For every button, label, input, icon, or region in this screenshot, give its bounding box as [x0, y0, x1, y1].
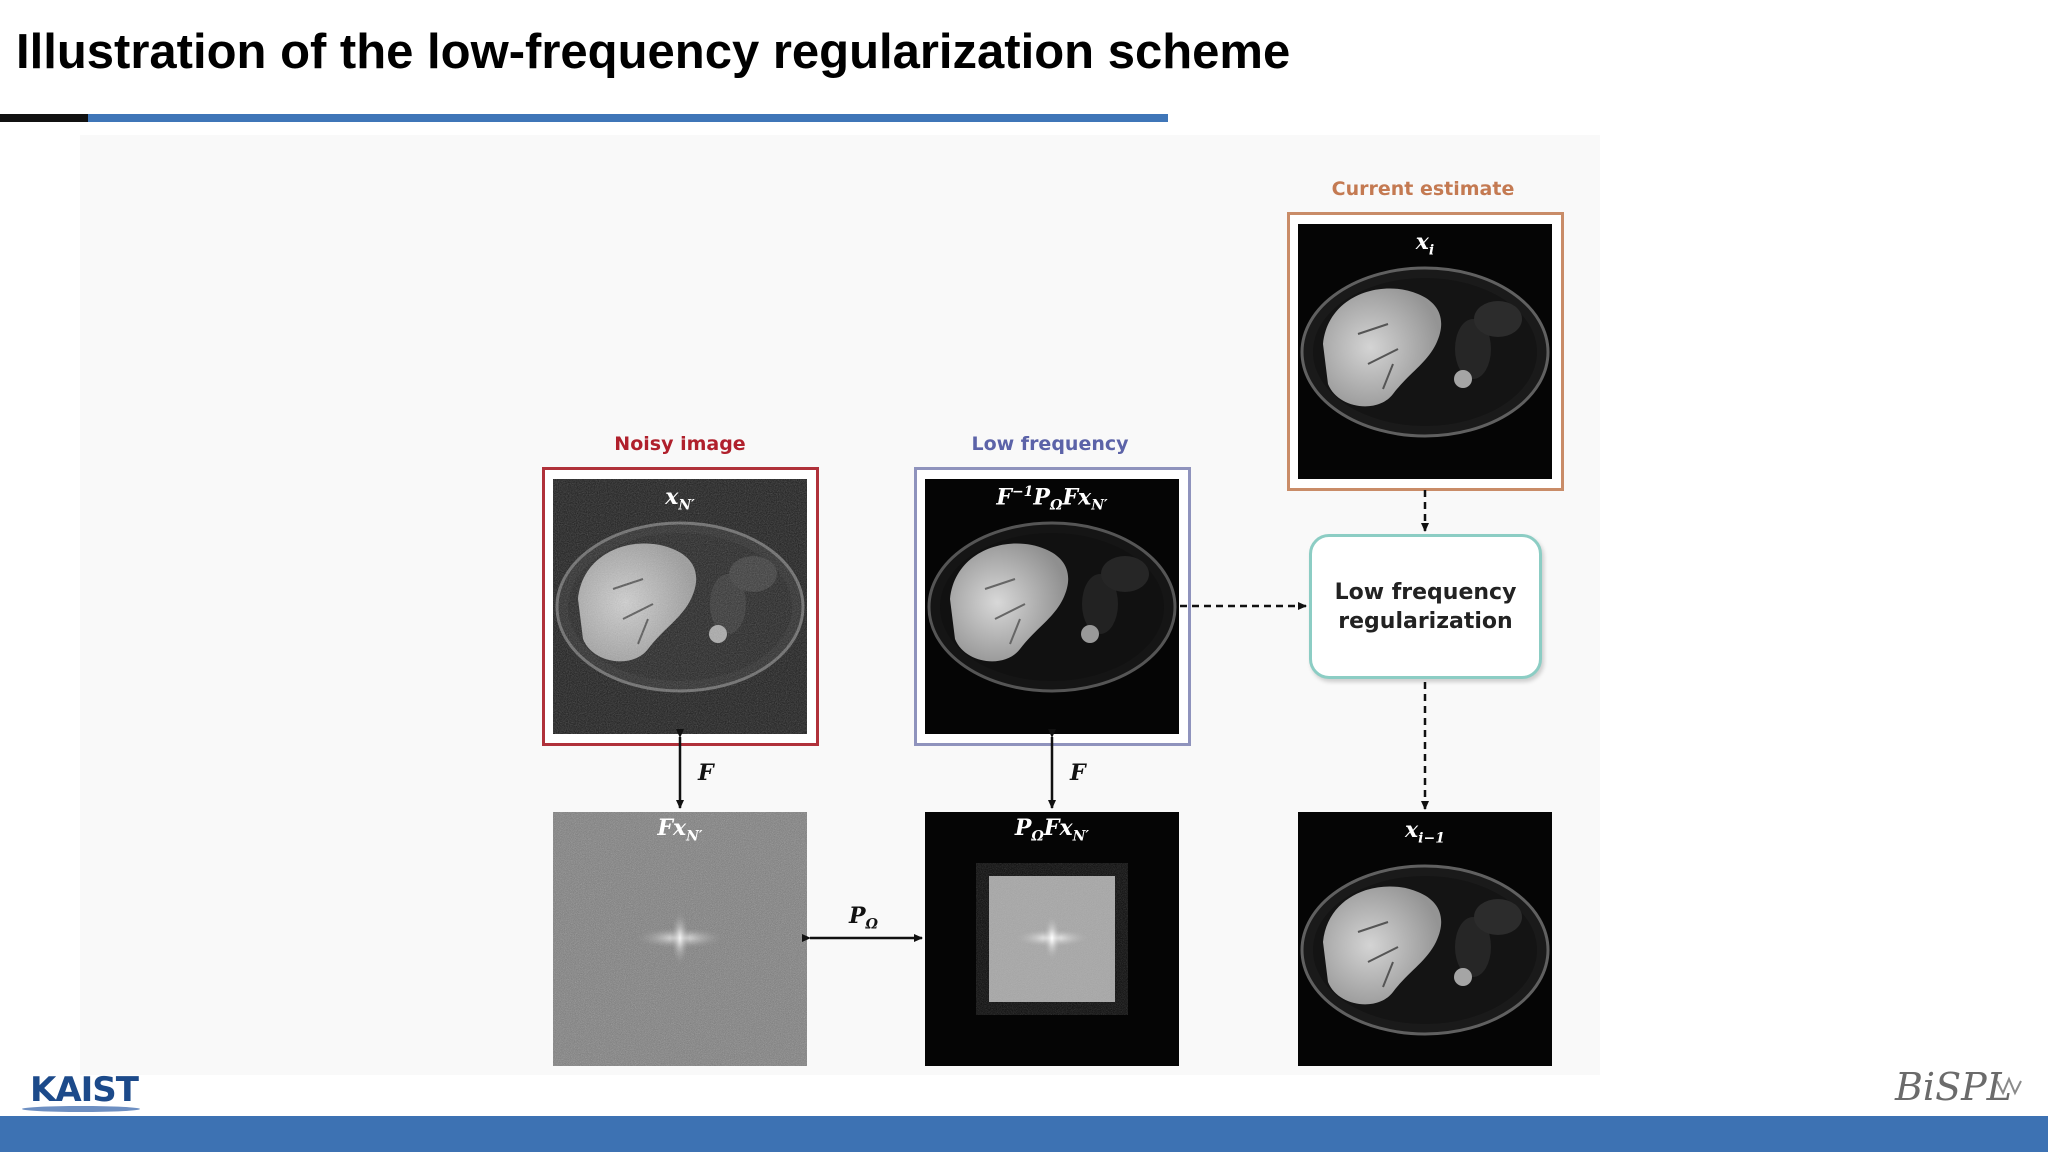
math-mid: P [1033, 484, 1050, 511]
low-frequency-mri-image [925, 479, 1179, 734]
masked-kspace-math: PΩFxN′ [925, 815, 1179, 844]
slide-title: Illustration of the low-frequency regula… [16, 25, 1291, 79]
regularization-line2: regularization [1338, 608, 1513, 634]
math-sub: i−1 [1418, 830, 1445, 847]
masked-kspace-image [925, 812, 1179, 1066]
math-base: x [1405, 817, 1419, 843]
noisy-mri-image [553, 479, 807, 734]
current-estimate-label: Current estimate [1331, 178, 1515, 200]
regularization-line1: Low frequency [1334, 579, 1517, 605]
math-base-sub: Ω [1031, 828, 1044, 845]
output-estimate-math: xi−1 [1298, 817, 1552, 846]
current-estimate-math: xi [1298, 229, 1552, 258]
footer-bar [0, 1116, 2048, 1152]
noisy-image-label: Noisy image [614, 433, 746, 455]
math-sup: −1 [1011, 484, 1034, 500]
math-tail-sub: N′ [1091, 497, 1108, 514]
current-estimate-mri-image [1298, 224, 1552, 479]
masked-kspace-graphic [989, 876, 1115, 1002]
math-sub: i [1428, 242, 1435, 259]
kaist-logo: KAIST [30, 1070, 139, 1110]
projection-operator: PΩ [849, 903, 878, 932]
low-frequency-math: F−1PΩFxN′ [925, 484, 1179, 514]
fourier-operator-left: F [698, 760, 714, 786]
math-mid-sub: Ω [1049, 497, 1063, 514]
math-tail-sub: N′ [1072, 828, 1090, 845]
low-frequency-regularization-box: Low frequency regularization [1309, 534, 1542, 679]
math-base: x [665, 484, 679, 510]
math-base: x [1415, 229, 1429, 255]
projection-sub: Ω [865, 916, 879, 933]
noisy-image-math: xN′ [553, 484, 807, 513]
fft-kspace-image [553, 812, 807, 1066]
math-base: P [1014, 815, 1032, 841]
low-frequency-label: Low frequency [971, 433, 1129, 455]
math-prefix: F [996, 484, 1012, 511]
math-sub: N′ [678, 497, 695, 514]
output-estimate-mri-image [1298, 812, 1552, 1066]
title-underline-black [0, 114, 88, 122]
regularization-text: Low frequency regularization [1321, 578, 1531, 636]
math-tail: Fx [1062, 484, 1092, 511]
math-base: Fx [657, 815, 687, 841]
math-sub: N′ [686, 828, 703, 845]
mri-slice-graphic-current [1300, 266, 1550, 438]
math-tail: Fx [1043, 815, 1073, 841]
projection-base: P [849, 903, 866, 929]
kaist-logo-swoosh [22, 1106, 140, 1112]
mri-slice-graphic [553, 479, 807, 734]
fft-kspace-math: FxN′ [553, 815, 807, 844]
bispl-wave-icon [1996, 1076, 2022, 1096]
bispl-logo: BiSPL [1895, 1065, 2012, 1109]
fourier-operator-mid: F [1070, 760, 1086, 786]
title-underline-blue [88, 114, 1168, 122]
mri-slice-graphic-smooth [927, 521, 1177, 693]
kspace-noise-graphic [553, 812, 807, 1066]
mri-slice-graphic-output [1300, 864, 1550, 1036]
